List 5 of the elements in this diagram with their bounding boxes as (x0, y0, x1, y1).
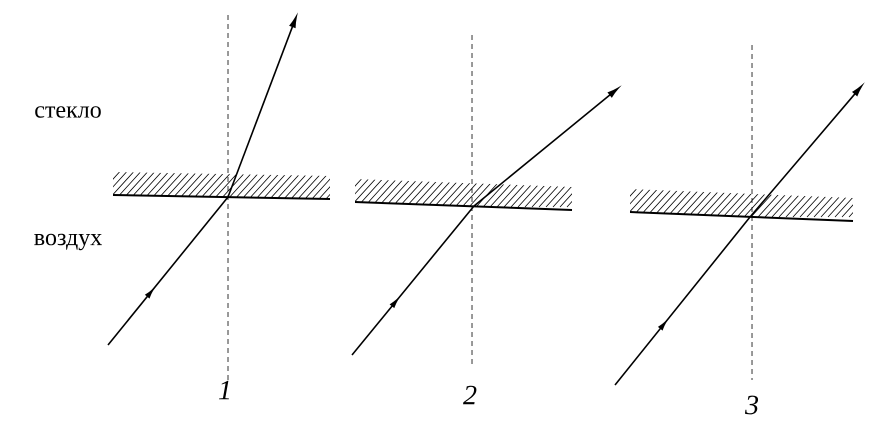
medium-label: воздух (34, 234, 102, 250)
case-number: 1 (219, 380, 229, 400)
case-number: 3 (744, 396, 758, 414)
medium-label: стекло (35, 106, 101, 118)
case-number: 2 (463, 386, 476, 404)
